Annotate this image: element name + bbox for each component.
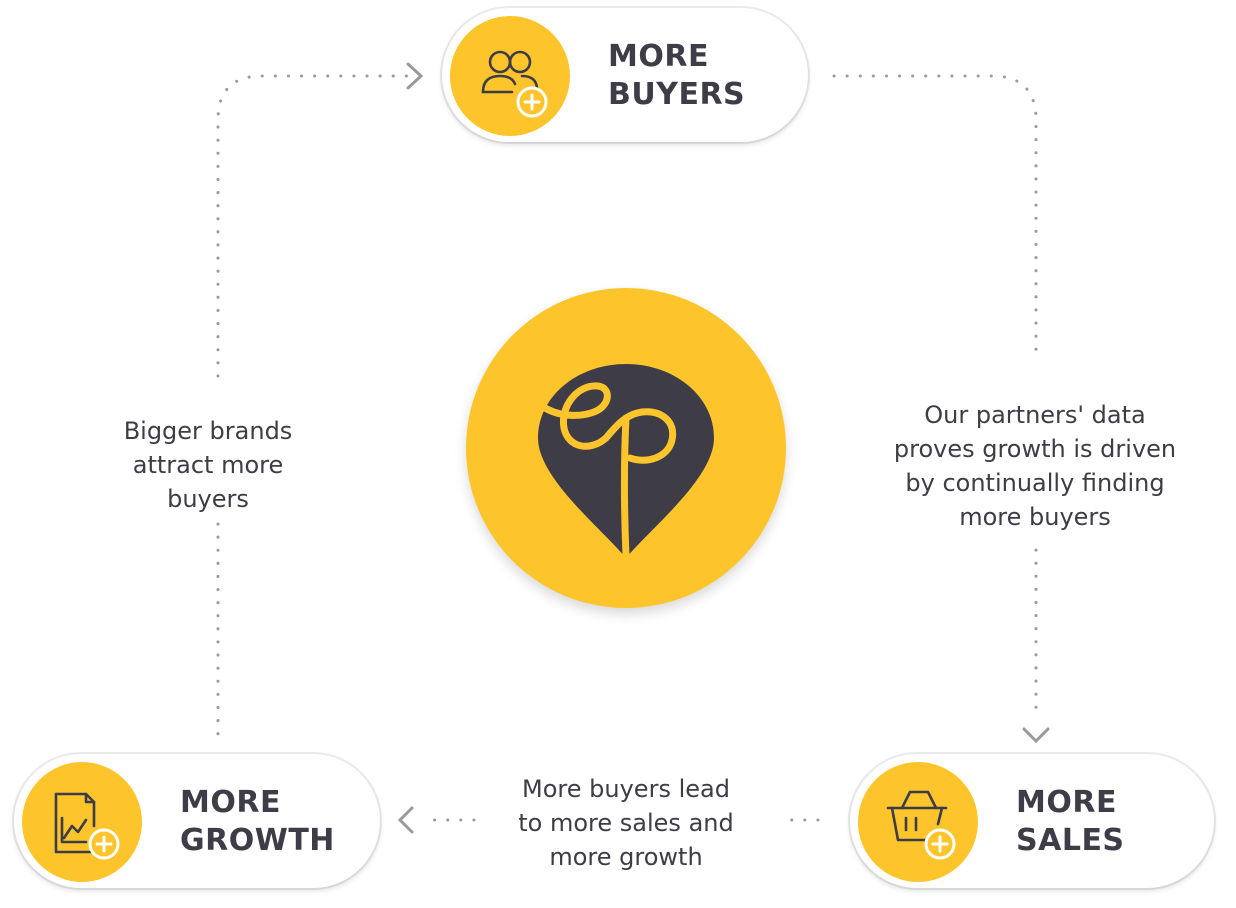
sales-title: MORE SALES [1016, 784, 1125, 860]
growth-icon-circle [22, 762, 142, 882]
caption-right-line: by continually finding [905, 469, 1165, 497]
growth-title-line2: GROWTH [180, 823, 335, 858]
caption-left-line: attract more [132, 451, 284, 479]
caption-left-line: buyers [167, 485, 249, 513]
node-more-sales: MORE SALES [850, 754, 1214, 888]
node-more-growth: MORE GROWTH [14, 754, 380, 888]
caption-bottom-line: More buyers lead [522, 775, 730, 803]
sales-icon-circle [858, 762, 978, 882]
arrowhead-left-icon [397, 806, 414, 834]
caption-right: Our partners' data proves growth is driv… [874, 398, 1196, 534]
ep-pin-logo [538, 364, 714, 560]
buyers-title: MORE BUYERS [608, 38, 745, 114]
sales-title-line1: MORE [1016, 785, 1117, 820]
caption-right-line: Our partners' data [924, 401, 1146, 429]
basket-add-icon [886, 790, 956, 860]
buyers-icon-circle [450, 16, 570, 136]
buyers-title-line2: BUYERS [608, 77, 746, 112]
ep-logo [466, 288, 786, 608]
caption-left: Bigger brands attract more buyers [100, 414, 316, 516]
arrowhead-right-icon [406, 62, 424, 90]
caption-bottom-line: more growth [549, 843, 703, 871]
caption-bottom: More buyers lead to more sales and more … [486, 772, 766, 874]
caption-right-line: proves growth is driven [893, 435, 1177, 463]
arrowhead-down-icon [1022, 727, 1050, 744]
users-add-icon [481, 50, 548, 118]
node-more-buyers: MORE BUYERS [442, 8, 808, 142]
caption-bottom-line: to more sales and [518, 809, 734, 837]
connector-buyers-to-sales [832, 74, 1038, 364]
growth-title: MORE GROWTH [180, 784, 335, 860]
caption-left-line: Bigger brands [123, 417, 293, 445]
sales-title-line2: SALES [1016, 823, 1125, 858]
connector-growth-to-buyers [216, 74, 412, 378]
caption-right-line: more buyers [959, 503, 1111, 531]
growth-title-line1: MORE [180, 785, 281, 820]
chart-document-add-icon [54, 792, 120, 860]
buyers-title-line1: MORE [608, 39, 709, 74]
